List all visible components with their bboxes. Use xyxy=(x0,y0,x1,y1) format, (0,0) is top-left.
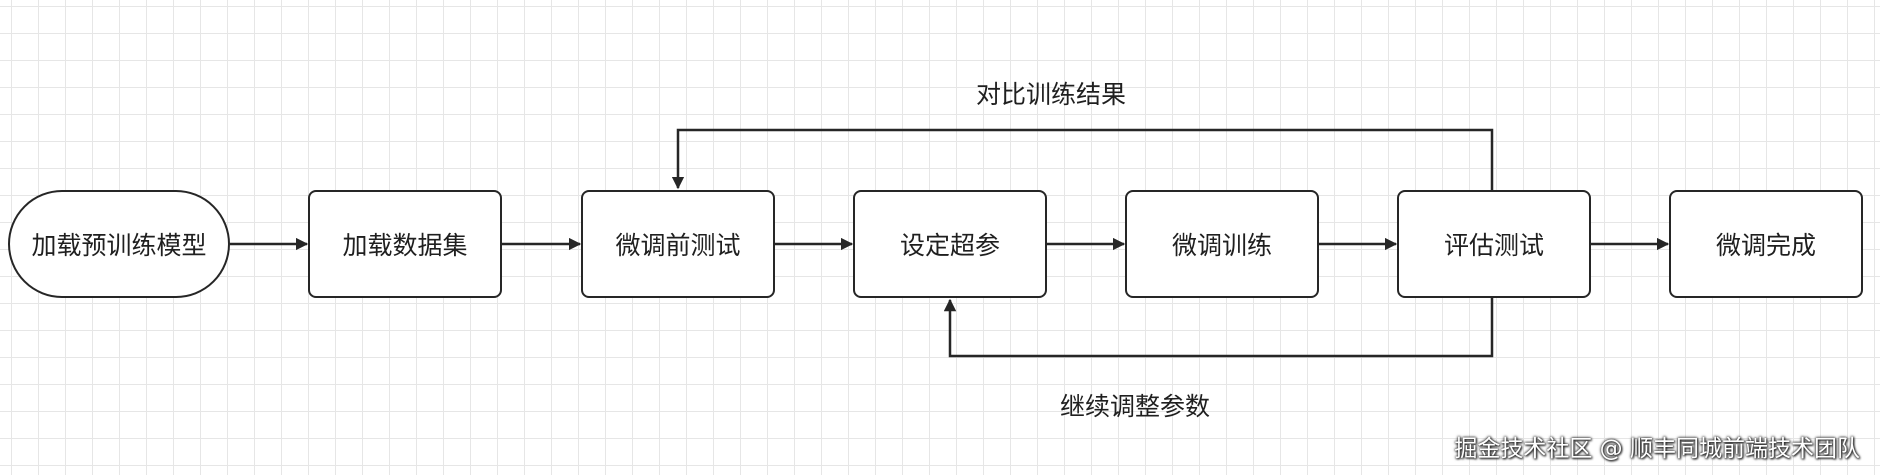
node-set-hyperparams: 设定超参 xyxy=(853,190,1047,298)
node-pre-finetune-test: 微调前测试 xyxy=(581,190,775,298)
node-evaluation-test: 评估测试 xyxy=(1397,190,1591,298)
edge-label-continue-tuning: 继续调整参数 xyxy=(1060,392,1211,421)
feedback-arrow-compare-results xyxy=(671,128,1494,190)
node-load-pretrained-model: 加载预训练模型 xyxy=(8,190,230,298)
node-load-dataset: 加载数据集 xyxy=(308,190,502,298)
node-finetune-training: 微调训练 xyxy=(1125,190,1319,298)
watermark: 掘金技术社区 @ 顺丰同城前端技术团队 xyxy=(1454,436,1860,462)
edge-label-compare-results: 对比训练结果 xyxy=(976,80,1127,109)
feedback-arrow-continue-tuning xyxy=(943,298,1494,358)
node-finetune-complete: 微调完成 xyxy=(1669,190,1863,298)
